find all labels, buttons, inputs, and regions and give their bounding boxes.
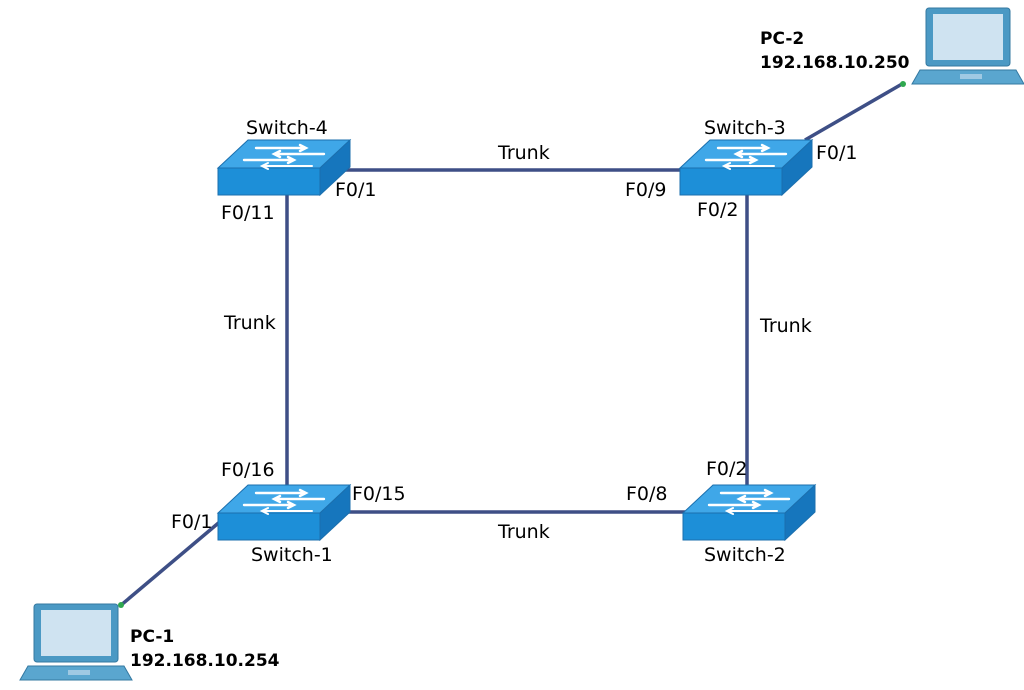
pc-2[interactable] [911, 7, 1024, 85]
switch-icon [681, 483, 817, 542]
switch-2[interactable] [681, 483, 817, 542]
pc-2-name: PC-2 [760, 29, 804, 49]
port-label-sw4-f0-1: F0/1 [335, 179, 377, 201]
port-label-sw1-f0-1: F0/1 [171, 511, 213, 533]
switch-3-label: Switch-3 [704, 117, 786, 139]
switch-icon [216, 483, 352, 542]
link-pc1-sw1 [118, 518, 224, 608]
port-label-sw1-f0-16: F0/16 [221, 459, 275, 481]
switch-icon [216, 138, 352, 197]
trunk-label-sw4-sw1: Trunk [223, 312, 276, 334]
switch-2-label: Switch-2 [704, 544, 786, 566]
port-label-sw3-f0-9: F0/9 [625, 179, 667, 201]
switch-3[interactable] [678, 138, 814, 197]
trunk-label-sw3-sw2: Trunk [759, 315, 812, 337]
trunk-label-sw4-sw3: Trunk [497, 142, 550, 164]
port-dot-pc2 [900, 81, 906, 87]
laptop-icon [19, 603, 133, 681]
port-label-sw3-f0-1: F0/1 [816, 142, 858, 164]
port-label-sw1-f0-15: F0/15 [352, 483, 406, 505]
pc-1-ip: 192.168.10.254 [130, 651, 280, 671]
trunk-label-sw1-sw2: Trunk [497, 521, 550, 543]
switch-4[interactable] [216, 138, 352, 197]
switch-1[interactable] [216, 483, 352, 542]
link-pc2-sw3 [804, 82, 903, 142]
pc-1[interactable] [19, 603, 133, 681]
switch-4-label: Switch-4 [246, 117, 328, 139]
port-label-sw3-f0-2: F0/2 [697, 199, 739, 221]
switch-icon [678, 138, 814, 197]
switch-1-label: Switch-1 [251, 544, 333, 566]
pc-2-ip: 192.168.10.250 [760, 53, 910, 73]
port-label-sw4-f0-11: F0/11 [221, 202, 275, 224]
port-dot-pc1 [118, 602, 124, 608]
laptop-icon [911, 7, 1024, 85]
pc-1-name: PC-1 [130, 627, 174, 647]
port-label-sw2-f0-2: F0/2 [706, 458, 748, 480]
port-label-sw2-f0-8: F0/8 [626, 483, 668, 505]
